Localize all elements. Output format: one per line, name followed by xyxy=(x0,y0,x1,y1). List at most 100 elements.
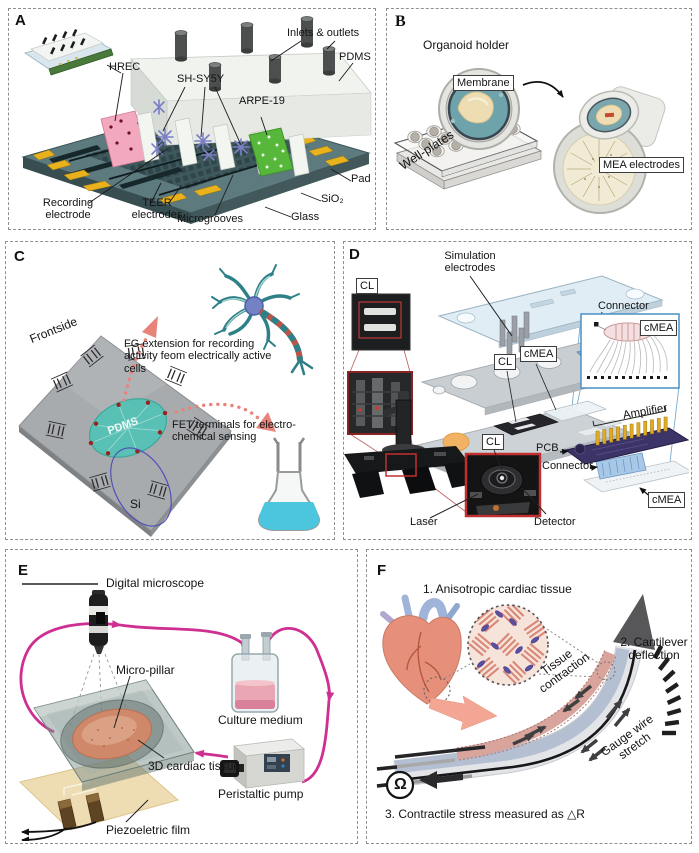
organoid xyxy=(457,91,494,124)
label-pdms: PDMS xyxy=(339,51,371,63)
panel-letter: E xyxy=(18,562,29,579)
panel-f-art xyxy=(376,594,682,800)
label-cl-bottom: CL xyxy=(482,434,505,451)
label-fet-terminals: FET terminals for electro-chemical sensi… xyxy=(172,419,296,444)
panel-f: F 1. Anisotropic cardiac tissue 2. Canti… xyxy=(366,549,692,844)
label-si: Si xyxy=(130,497,141,511)
panel-letter: C xyxy=(14,248,25,265)
device-inset-illustration xyxy=(24,28,114,76)
label-simulation-electrodes: Simulation electrodes xyxy=(444,250,496,275)
label-recording-electrode: Recording electrode xyxy=(42,197,94,222)
panel-c: C Frontside FG extension for recording a… xyxy=(5,241,335,540)
arrow-pcb xyxy=(559,448,569,455)
label-cmea-schematic: cMEA xyxy=(640,320,678,337)
label-pad: Pad xyxy=(351,173,371,185)
panel-a-art xyxy=(21,16,372,224)
label-teer-electrodes: TEER electrodes xyxy=(131,197,183,222)
panel-d-art xyxy=(344,275,689,519)
label-fg-extension: FG extension for recording activity feom… xyxy=(124,338,272,375)
label-membrane: Membrane xyxy=(453,75,514,92)
omega-symbol: Ω xyxy=(394,776,407,793)
dotted-arrow-to-flask xyxy=(174,402,276,432)
cl-photo xyxy=(351,293,411,351)
stretch-arrows xyxy=(580,699,631,762)
arpe19-cells xyxy=(248,127,294,177)
label-sh-sy5y: SH-SY5Y xyxy=(177,73,225,85)
resistance-arrow xyxy=(419,771,463,789)
panel-b-art xyxy=(393,68,666,214)
label-detector: Detector xyxy=(534,516,576,528)
label-step2: 2. Cantilever deflection xyxy=(620,635,688,663)
microscope-icon xyxy=(89,590,108,654)
panel-c-art xyxy=(18,264,321,537)
cardiac-tissue-disc xyxy=(72,708,152,760)
leader-cl-mid xyxy=(506,370,517,423)
pdms-membrane xyxy=(88,398,168,458)
tubing-loop xyxy=(19,620,335,784)
flask-icon xyxy=(257,437,321,531)
culture-chamber-illustration xyxy=(33,679,195,791)
flask-liquid xyxy=(259,502,319,530)
cmea-chip xyxy=(542,400,608,422)
omega-circle xyxy=(385,770,415,800)
pink-arrow xyxy=(428,695,498,731)
leader-lines xyxy=(88,40,354,218)
dotted-arrow-to-neuron xyxy=(122,316,158,402)
arrow-connector-bottom xyxy=(589,464,598,471)
cmea-electrode-row xyxy=(587,376,667,379)
arrow-holder-to-mea xyxy=(522,81,564,98)
contraction-arrows xyxy=(512,684,593,746)
label-glass: Glass xyxy=(291,211,320,223)
panel-a: A Inlets & outlets PDMS HREC SH-SY5Y ARP… xyxy=(8,8,376,230)
label-cl-mid: CL xyxy=(494,354,517,371)
label-microgrooves: Microgrooves xyxy=(177,213,244,225)
optical-table-photo xyxy=(344,392,474,498)
cell-chambers-illustration xyxy=(100,99,310,177)
label-cmea-mid: cMEA xyxy=(520,346,558,363)
amplifier-pins xyxy=(595,416,668,446)
panel-letter: F xyxy=(377,562,387,579)
leader-cl-bottom xyxy=(493,449,503,471)
label-cmea-bottom: cMEA xyxy=(648,492,686,509)
shsy5y-neuron-cells xyxy=(151,99,250,161)
label-step3: 3. Contractile stress measured as △R xyxy=(385,807,585,821)
deflection-arrow xyxy=(613,594,655,650)
label-piezoeletric-film: Piezoeletric film xyxy=(106,823,191,837)
label-mea-electrodes: MEA electrodes xyxy=(599,157,685,174)
tubing-return xyxy=(194,749,229,759)
organoid-holder-illustration xyxy=(438,68,520,150)
label-sio2: SiO₂ xyxy=(321,193,344,205)
leader-cmea-mid xyxy=(535,363,557,411)
holder-lid xyxy=(578,90,640,140)
label-digital-microscope: Digital microscope xyxy=(106,576,205,590)
mea-device-illustration xyxy=(553,86,666,214)
panel-e: E Digital microscope Micro-pillar Cultur… xyxy=(5,549,358,844)
label-step1: 1. Anisotropic cardiac tissue xyxy=(423,582,572,596)
leader-detector xyxy=(521,487,547,515)
label-organoid-holder: Organoid holder xyxy=(423,38,510,52)
culture-medium-bottle xyxy=(231,632,279,713)
label-hrec: HREC xyxy=(109,61,141,73)
pcb-connector xyxy=(595,452,647,480)
panel-e-art xyxy=(18,583,335,841)
heart-icon xyxy=(380,594,462,705)
deflection-hatch-marks xyxy=(652,644,682,736)
neuron-icon xyxy=(211,264,314,376)
panel-letter: B xyxy=(395,13,406,30)
leader-lines xyxy=(113,675,165,823)
label-inlets-outlets: Inlets & outlets xyxy=(287,27,360,39)
panel-b: B Organoid holder Membrane Well-plates M… xyxy=(386,8,692,230)
inlet-cylinders-illustration xyxy=(174,16,336,92)
label-cl-top: CL xyxy=(356,278,379,295)
label-laser: Laser xyxy=(410,516,438,528)
label-3d-cardiac-tissue: 3D cardiac tissue xyxy=(148,759,241,773)
label-culture-medium: Culture medium xyxy=(218,713,303,727)
dotted-connectors xyxy=(444,628,599,679)
fet-highlight-ellipse xyxy=(110,447,172,527)
label-micro-pillar: Micro-pillar xyxy=(116,663,175,677)
label-peristaltic-pump: Peristaltic pump xyxy=(218,787,304,801)
detector-photo xyxy=(464,452,542,518)
panel-letter: D xyxy=(349,246,360,263)
label-connector-bottom: Connector xyxy=(542,460,593,472)
panel-d: D Simulation electrodes CL Connector cME… xyxy=(343,241,692,540)
